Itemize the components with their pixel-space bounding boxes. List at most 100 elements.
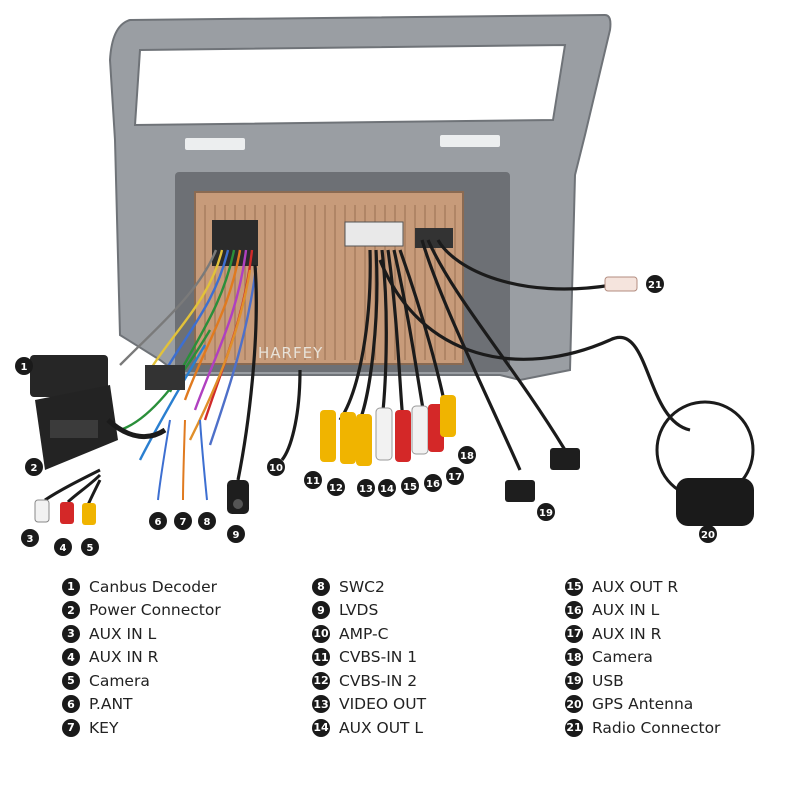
- legend-label: AUX IN R: [89, 648, 159, 667]
- legend-number: 15: [565, 577, 583, 596]
- legend-number: 17: [565, 624, 583, 643]
- brand-label: HARFEY: [258, 344, 323, 362]
- power-cable: [106, 418, 167, 440]
- svg-text:20: 20: [701, 530, 715, 541]
- badge-16: 16: [424, 474, 442, 492]
- legend-item: 17 AUX IN R: [565, 622, 720, 646]
- legend-item: 3 AUX IN L: [62, 622, 221, 646]
- legend-number: 5: [62, 671, 80, 690]
- svg-text:6: 6: [155, 517, 162, 528]
- legend-label: P.ANT: [89, 695, 133, 714]
- harness-plug: [145, 365, 185, 390]
- svg-text:17: 17: [448, 472, 462, 483]
- legend-label: VIDEO OUT: [339, 695, 427, 714]
- av-connector-block: [344, 221, 404, 247]
- badge-11: 11: [304, 471, 322, 489]
- legend-label: Power Connector: [89, 601, 221, 620]
- legend-label: AUX OUT L: [339, 718, 424, 737]
- badge-6: 6: [149, 512, 167, 530]
- legend-item: 4 AUX IN R: [62, 646, 221, 670]
- legend-label: KEY: [89, 718, 119, 737]
- legend-label: CVBS-IN 1: [339, 648, 418, 667]
- badge-8: 8: [198, 512, 216, 530]
- power-connector-slot: [50, 420, 98, 438]
- legend-label: AUX IN L: [592, 601, 660, 620]
- legend-number: 7: [62, 718, 80, 737]
- legend-label: Camera: [592, 648, 653, 667]
- badge-14: 14: [378, 479, 396, 497]
- legend-number: 11: [312, 648, 330, 667]
- badge-20: 20: [699, 525, 717, 543]
- canbus-decoder-box: [30, 355, 108, 397]
- svg-text:2: 2: [31, 463, 38, 474]
- legend-item: 20 GPS Antenna: [565, 693, 720, 717]
- svg-text:4: 4: [60, 543, 67, 554]
- wiring-diagram: HARFEY: [15, 13, 755, 556]
- legend-number: 20: [565, 695, 583, 714]
- legend-item: 11 CVBS-IN 1: [312, 646, 426, 670]
- svg-text:13: 13: [359, 484, 373, 495]
- svg-text:10: 10: [269, 463, 283, 474]
- legend-number: 18: [565, 648, 583, 667]
- legend-number: 21: [565, 718, 583, 737]
- badge-19: 19: [537, 503, 555, 521]
- svg-text:5: 5: [87, 543, 94, 554]
- legend-number: 14: [312, 718, 330, 737]
- legend-label: USB: [592, 671, 624, 690]
- legend-number: 4: [62, 648, 80, 667]
- gps-antenna-puck: [676, 478, 754, 526]
- badge-18: 18: [458, 446, 476, 464]
- lvds-socket: [233, 499, 243, 509]
- badge-12: 12: [327, 478, 345, 496]
- svg-text:15: 15: [403, 482, 417, 493]
- svg-text:19: 19: [539, 508, 553, 519]
- svg-text:12: 12: [329, 483, 343, 494]
- legend-number: 3: [62, 624, 80, 643]
- svg-text:14: 14: [380, 484, 394, 495]
- legend-label: AUX IN R: [592, 624, 662, 643]
- legend-label: Camera: [89, 671, 150, 690]
- legend-item: 6 P.ANT: [62, 693, 221, 717]
- legend-item: 15 AUX OUT R: [565, 575, 720, 599]
- pin-wires: [157, 419, 208, 501]
- badge-1: 1: [15, 357, 33, 375]
- lvds-connector: [227, 480, 249, 514]
- legend-number: 9: [312, 601, 330, 620]
- legend-label: AMP-C: [339, 624, 389, 643]
- legend-label: GPS Antenna: [592, 695, 694, 714]
- legend-label: AUX IN L: [89, 624, 157, 643]
- svg-text:21: 21: [648, 280, 662, 291]
- legend-label: AUX OUT R: [592, 577, 679, 596]
- legend-item: 5 Camera: [62, 669, 221, 693]
- usb-plug-b: [550, 448, 580, 470]
- svg-text:18: 18: [460, 451, 474, 462]
- svg-text:3: 3: [27, 534, 34, 545]
- badge-15: 15: [401, 477, 419, 495]
- legend-number: 6: [62, 695, 80, 714]
- legend-number: 12: [312, 671, 330, 690]
- frame-clip-left: [185, 138, 245, 150]
- legend-label: SWC2: [339, 577, 385, 596]
- badge-10: 10: [267, 458, 285, 476]
- svg-text:7: 7: [180, 517, 187, 528]
- badge-7: 7: [174, 512, 192, 530]
- left-rca-plugs: [34, 468, 102, 525]
- svg-text:9: 9: [233, 530, 240, 541]
- center-rca-plugs: [320, 395, 456, 466]
- radio-connector-plug: [604, 276, 638, 292]
- legend-number: 1: [62, 577, 80, 596]
- badge-9: 9: [227, 525, 245, 543]
- badge-3: 3: [21, 529, 39, 547]
